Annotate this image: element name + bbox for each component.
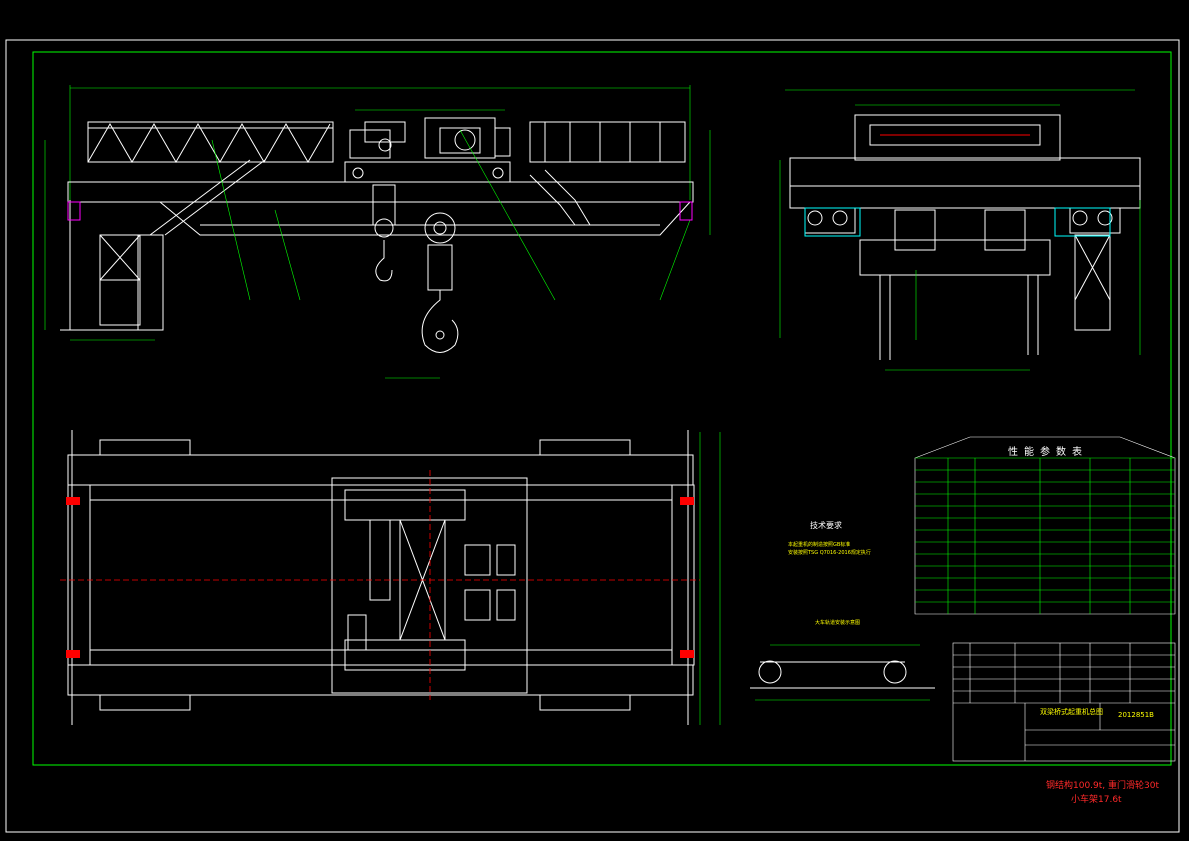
params-table-title: 性能参数表 bbox=[1008, 447, 1088, 458]
drawing-number: 2012851B bbox=[1118, 711, 1154, 719]
outer-frame bbox=[5, 39, 1180, 833]
weight-note-line-2: 小车架17.6t bbox=[1071, 795, 1122, 805]
plan-centerlines bbox=[60, 470, 700, 700]
tech-requirements-text: 本起重机的制造按照GB标准 安装按照TSG Q7016-2016规定执行 bbox=[788, 541, 871, 557]
rail-detail bbox=[750, 644, 935, 701]
parameters-table bbox=[914, 436, 1176, 615]
title-block bbox=[952, 642, 1176, 762]
front-wheel-details bbox=[67, 201, 693, 221]
drawing-title: 双梁桥式起重机总图 bbox=[1040, 708, 1103, 716]
front-elevation-view bbox=[44, 85, 711, 379]
rail-detail-label: 大车轨道安装示意图 bbox=[815, 620, 861, 626]
side-trolley-frame-highlight bbox=[804, 207, 861, 237]
tech-requirement-line-2: 安装按照TSG Q7016-2016规定执行 bbox=[788, 550, 871, 556]
plan-wheel-markers bbox=[66, 497, 694, 658]
tech-requirement-line-1: 本起重机的制造按照GB标准 bbox=[788, 542, 851, 548]
plan-view bbox=[67, 430, 721, 725]
weight-note-line-1: 钢结构100.9t, 重门滑轮30t bbox=[1046, 781, 1159, 791]
inner-frame bbox=[32, 51, 1172, 766]
side-elevation-view bbox=[779, 89, 1141, 371]
tech-requirements-title: 技术要求 bbox=[810, 521, 842, 530]
side-trolley-frame-highlight-right bbox=[1054, 207, 1111, 237]
